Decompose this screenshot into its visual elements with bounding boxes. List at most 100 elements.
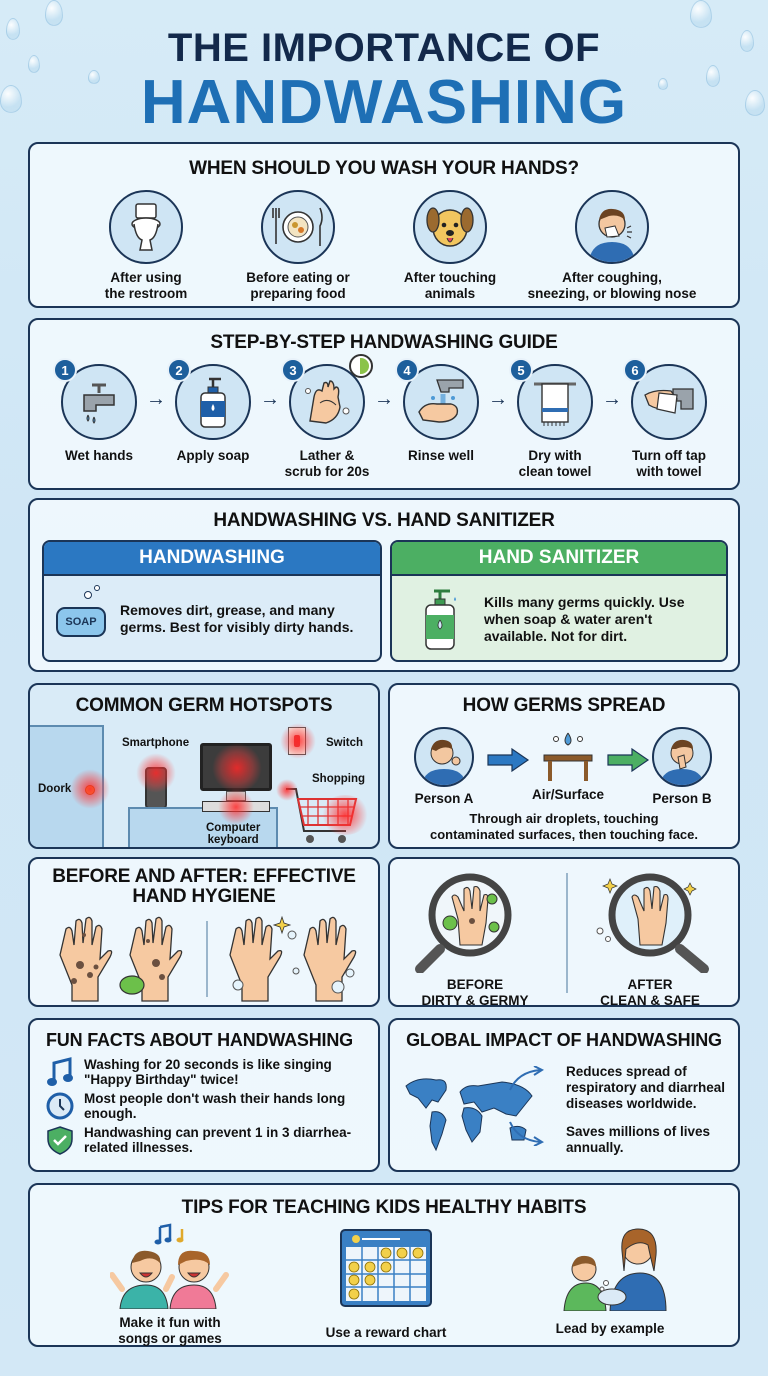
arrow-right-icon: → — [146, 388, 166, 410]
toilet-icon — [109, 190, 183, 264]
global-impact-panel: GLOBAL IMPACT OF HANDWASHING Reduces spr… — [388, 1018, 740, 1172]
dog-icon — [413, 190, 487, 264]
divider — [566, 873, 568, 993]
air-surface: Air/Surface — [532, 731, 604, 803]
soap-pump-icon: 2 — [167, 358, 251, 440]
soap-bar-icon: SOAP — [56, 585, 108, 641]
handwashing-card-title: HANDWASHING — [44, 542, 380, 576]
curved-arrow-icon — [509, 1121, 544, 1146]
sanitizer-card: HAND SANITIZER Kills many germs quickly.… — [390, 540, 728, 662]
water-droplet-decoration — [745, 90, 765, 116]
person-a: Person A — [414, 727, 474, 807]
step-number-badge: 2 — [167, 358, 191, 382]
handwashing-description: Removes dirt, grease, and many germs. Be… — [120, 602, 354, 635]
global-heading: GLOBAL IMPACT OF HANDWASHING — [406, 1030, 722, 1050]
coughing-person-icon — [414, 727, 474, 787]
step-number-badge: 5 — [509, 358, 533, 382]
scrubbing-hands-icon: 3 — [281, 354, 373, 440]
spread-description: Through air droplets, touching contamina… — [430, 811, 698, 842]
germ-glow — [320, 795, 370, 835]
tap-off-towel-icon: 6 — [623, 358, 707, 440]
tip-lead-by-example: Lead by example — [530, 1215, 690, 1337]
step-number-badge: 6 — [623, 358, 647, 382]
global-point-1: Reduces spread of respiratory and diarrh… — [566, 1064, 726, 1111]
water-droplet-decoration — [6, 18, 20, 40]
music-note-icon — [47, 1057, 73, 1086]
sanitizer-description: Kills many germs quickly. Use when soap … — [484, 593, 685, 644]
spread-heading: HOW GERMS SPREAD — [462, 695, 666, 716]
when-heading: WHEN SHOULD YOU WASH YOUR HANDS? — [189, 158, 579, 179]
curved-arrow-icon — [509, 1066, 544, 1091]
facts-heading: FUN FACTS ABOUT HANDWASHING — [46, 1030, 353, 1050]
versus-panel: HANDWASHING VS. HAND SANITIZER HANDWASHI… — [28, 498, 740, 672]
person-a-label: Person A — [414, 791, 474, 806]
when-to-wash-panel: WHEN SHOULD YOU WASH YOUR HANDS? After u… — [28, 142, 740, 308]
table-droplets-icon — [543, 732, 593, 781]
water-droplet-decoration — [45, 0, 63, 26]
magnifier-germy-hand-icon — [415, 873, 512, 974]
step-guide-panel: STEP-BY-STEP HANDWASHING GUIDE 1 Wet han… — [28, 318, 740, 490]
arrow-right-icon: → — [602, 388, 622, 410]
arrow-green-icon — [607, 747, 650, 773]
germ-glow — [70, 769, 110, 809]
parent-child-washing-icon — [563, 1228, 667, 1311]
water-droplet-decoration — [706, 65, 720, 87]
desk-illustration — [128, 807, 278, 847]
arrow-right-icon: → — [488, 388, 508, 410]
switch-label: Switch — [326, 737, 364, 749]
rinsing-hands-icon: 4 — [395, 358, 479, 440]
arrow-right-icon: → — [260, 388, 280, 410]
magnifier-clean-hand-icon — [596, 873, 709, 974]
arrow-blue-icon — [487, 747, 530, 773]
title-line-2: HANDWASHING — [140, 68, 628, 137]
door-label: Doork — [38, 783, 72, 795]
handwashing-card: HANDWASHING SOAP Removes dirt, grease, a… — [42, 540, 382, 662]
air-surface-label: Air/Surface — [532, 787, 605, 802]
divider — [206, 921, 208, 997]
water-droplet-decoration — [658, 78, 668, 90]
global-point-2: Saves millions of lives annually. — [566, 1124, 711, 1155]
water-droplet-decoration — [740, 30, 754, 52]
hotspots-heading: COMMON GERM HOTSPOTS — [75, 695, 333, 716]
step-number-badge: 3 — [281, 358, 305, 382]
sneezing-person-icon — [575, 190, 649, 264]
after-magnifier: AFTER CLEAN & SAFE — [590, 869, 740, 1008]
before-label: BEFORE DIRTY & GERMY — [421, 977, 529, 1008]
fact-item: Washing for 20 seconds is like singing "… — [46, 1057, 366, 1087]
clock-icon — [46, 1092, 74, 1120]
fun-facts-panel: FUN FACTS ABOUT HANDWASHING Washing for … — [28, 1018, 380, 1172]
dirty-hands-icon — [59, 916, 183, 1002]
before-after-heading: BEFORE AND AFTER: EFFECTIVE HAND HYGIENE — [52, 866, 356, 907]
title-line-1: THE IMPORTANCE OF — [167, 26, 601, 70]
step-1: 1 Wet hands — [53, 358, 145, 464]
before-magnifier: BEFORE DIRTY & GERMY — [410, 869, 560, 1008]
germ-hotspots-panel: COMMON GERM HOTSPOTS Doork Smartphone Co… — [28, 683, 380, 849]
plate-cutlery-icon — [261, 190, 335, 264]
person-b-label: Person B — [652, 791, 712, 806]
germ-glow — [218, 789, 254, 825]
face-touching-person-icon — [652, 727, 712, 787]
tips-heading: TIPS FOR TEACHING KIDS HEALTHY HABITS — [181, 1197, 587, 1218]
step-2: 2 Apply soap — [167, 358, 259, 464]
fact-item: Handwashing can prevent 1 in 3 diarrhea-… — [46, 1125, 366, 1155]
tips-panel: TIPS FOR TEACHING KIDS HEALTHY HABITS Ma… — [28, 1183, 740, 1347]
fact-item: Most people don't wash their hands long … — [46, 1091, 366, 1121]
steps-heading: STEP-BY-STEP HANDWASHING GUIDE — [210, 332, 558, 353]
sanitizer-bottle-icon — [425, 589, 456, 650]
germ-glow — [136, 753, 176, 793]
tip-reward-chart: Use a reward chart — [316, 1229, 456, 1341]
arrow-right-icon: → — [374, 388, 394, 410]
page-title: THE IMPORTANCE OF HANDWASHING — [0, 0, 768, 136]
faucet-icon: 1 — [53, 358, 137, 440]
step-3: 3 Lather &scrub for 20s — [281, 354, 373, 480]
after-label: AFTER CLEAN & SAFE — [600, 977, 700, 1008]
step-number-badge: 1 — [53, 358, 77, 382]
stopwatch-icon — [349, 354, 373, 378]
